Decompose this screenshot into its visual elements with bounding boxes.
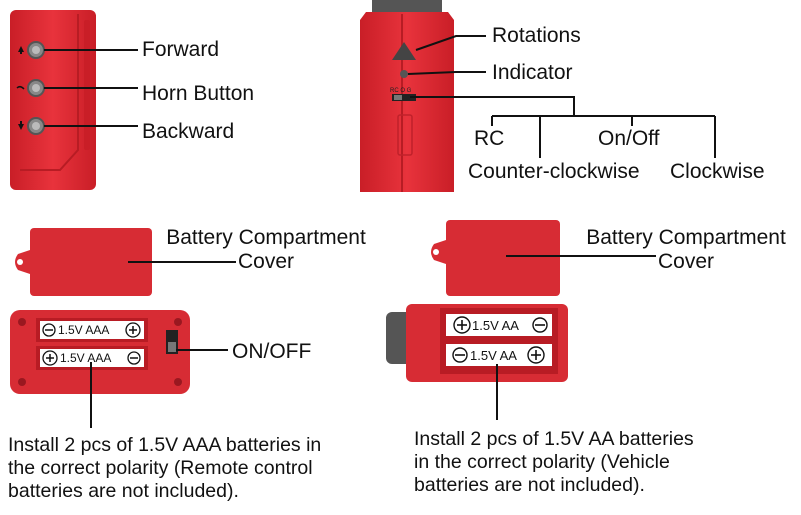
mode-switch xyxy=(392,94,416,101)
rotations-label: Rotations xyxy=(492,24,581,47)
plus-icon xyxy=(42,350,58,366)
vehicle-cover-plate xyxy=(446,220,560,296)
rc-label: RC xyxy=(474,127,505,150)
battery-aaa-bottom-label: 1.5V AAA xyxy=(60,351,111,365)
battery-aa-top xyxy=(446,314,552,336)
remote-battery-note: Install 2 pcs of 1.5V AAA batteries in t… xyxy=(8,434,321,503)
up-arrow-icon xyxy=(18,46,24,52)
remote-grip xyxy=(84,20,90,150)
indicator-label: Indicator xyxy=(492,61,573,84)
horn-mark-icon xyxy=(16,85,25,90)
vehicle-note-line: batteries are not included). xyxy=(414,474,645,496)
plus-icon xyxy=(125,322,141,338)
remote-note-line: the correct polarity (Remote control xyxy=(8,457,313,479)
minus-icon xyxy=(532,317,548,333)
clockwise-label: Clockwise xyxy=(670,160,765,183)
rotations-leader xyxy=(415,35,486,51)
down-arrow-icon xyxy=(18,124,24,130)
vehicle-housing xyxy=(360,12,454,192)
remote-battery-compartment: 1.5V AAA 1.5V AAA xyxy=(10,310,190,394)
remote-note-line: Install 2 pcs of 1.5V AAA batteries in xyxy=(8,434,322,456)
switch-marks: RC O G xyxy=(390,88,412,94)
vehicle-cover-label-line1: Battery Compartment xyxy=(586,226,786,249)
remote-battery-cover xyxy=(15,228,152,296)
remote-panel-edge xyxy=(20,14,79,171)
switch-leader xyxy=(410,96,575,116)
vehicle-vent xyxy=(397,114,413,156)
remote-cover-label: Battery Compartment Cover xyxy=(155,226,377,274)
vehicle-cover-label-line2: Cover xyxy=(657,250,715,273)
onoff-switch-label: ON/OFF xyxy=(232,340,312,363)
remote-control xyxy=(10,10,96,190)
battery-aa-bottom xyxy=(446,344,552,366)
vehicle-lens-top xyxy=(372,0,442,14)
forward-label: Forward xyxy=(142,38,220,61)
minus-icon xyxy=(42,323,56,337)
plus-icon xyxy=(527,346,545,364)
minus-icon xyxy=(127,351,141,365)
vehicle-note-line: in the correct polarity (Vehicle xyxy=(414,451,670,473)
remote-cover-label-line1: Battery Compartment xyxy=(166,226,366,249)
vehicle-note-line: Install 2 pcs of 1.5V AA batteries xyxy=(414,428,694,450)
battery-aaa-bottom xyxy=(40,349,144,367)
remote-body xyxy=(10,10,96,190)
horn-button-label: Horn Button xyxy=(142,82,255,105)
vehicle-battery-compartment: 1.5V AA 1.5V AA xyxy=(386,304,568,382)
indicator-led-icon xyxy=(400,70,408,78)
vehicle-cover-label: Battery Compartment Cover xyxy=(575,226,797,274)
vehicle-battery-note: Install 2 pcs of 1.5V AA batteries in th… xyxy=(414,428,694,497)
counter-clockwise-label: Counter-clockwise xyxy=(468,160,640,183)
onoff-mode-label: On/Off xyxy=(598,127,660,150)
remote-cover-label-line2: Cover xyxy=(237,250,295,273)
remote-cover-plate xyxy=(30,228,152,296)
minus-icon xyxy=(452,347,468,363)
rotation-button-icon xyxy=(392,42,416,60)
plus-icon xyxy=(453,316,471,334)
battery-aa-bottom-label: 1.5V AA xyxy=(470,348,517,363)
backward-label: Backward xyxy=(142,120,235,143)
battery-aa-top-label: 1.5V AA xyxy=(472,318,519,333)
vehicle-battery-cover xyxy=(431,220,560,296)
remote-note-line: batteries are not included). xyxy=(8,480,239,502)
battery-aaa-top-label: 1.5V AAA xyxy=(58,323,109,337)
battery-aaa-top xyxy=(40,321,144,339)
indicator-leader xyxy=(407,71,486,75)
vehicle-body: RC O G xyxy=(360,0,454,192)
